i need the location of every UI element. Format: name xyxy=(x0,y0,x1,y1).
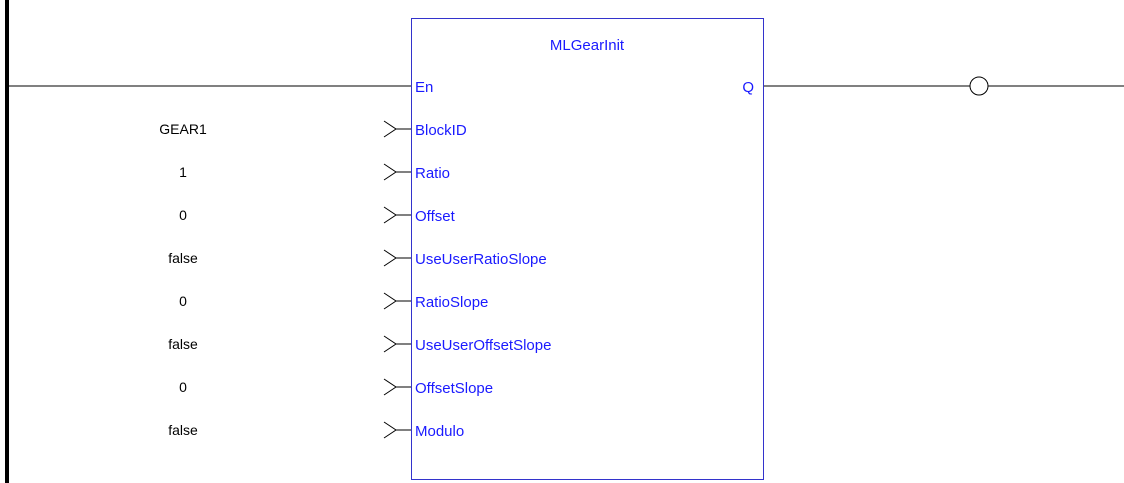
pin-label-q: Q xyxy=(742,79,754,96)
input-value[interactable]: false xyxy=(168,250,198,266)
input-value[interactable]: 0 xyxy=(179,379,187,395)
pin-label: BlockID xyxy=(415,122,467,139)
connector-chevron-icon[interactable] xyxy=(383,421,397,439)
input-row: 0 OffsetSlope xyxy=(179,378,493,397)
coil-icon[interactable] xyxy=(969,76,989,96)
connector-chevron-icon[interactable] xyxy=(383,378,397,396)
input-value[interactable]: 0 xyxy=(179,207,187,223)
pin-label: RatioSlope xyxy=(415,294,488,311)
input-value[interactable]: GEAR1 xyxy=(159,121,207,137)
function-block[interactable] xyxy=(411,18,764,480)
connector-chevron-icon[interactable] xyxy=(383,292,397,310)
input-value[interactable]: false xyxy=(168,336,198,352)
input-rows: GEAR1 BlockID 1 Ratio 0 Offset false UseUserRat… xyxy=(159,120,551,440)
pin-label: Ratio xyxy=(415,165,450,182)
pin-label: OffsetSlope xyxy=(415,380,493,397)
connector-chevron-icon[interactable] xyxy=(383,163,397,181)
connector-chevron-icon[interactable] xyxy=(383,335,397,353)
input-row: 0 RatioSlope xyxy=(179,292,488,311)
pin-label: Modulo xyxy=(415,423,464,440)
input-row: 0 Offset xyxy=(179,206,456,225)
input-row: GEAR1 BlockID xyxy=(159,120,467,139)
input-value[interactable]: 0 xyxy=(179,293,187,309)
input-value[interactable]: 1 xyxy=(179,164,187,180)
connector-chevron-icon[interactable] xyxy=(383,120,397,138)
pin-label-en: En xyxy=(415,79,433,96)
pin-label: UseUserRatioSlope xyxy=(415,251,547,268)
input-row: false Modulo xyxy=(168,421,464,440)
pin-label: Offset xyxy=(415,208,456,225)
pin-label: UseUserOffsetSlope xyxy=(415,337,551,354)
input-value[interactable]: false xyxy=(168,422,198,438)
input-row: 1 Ratio xyxy=(179,163,450,182)
input-row: false UseUserRatioSlope xyxy=(168,249,547,268)
connector-chevron-icon[interactable] xyxy=(383,249,397,267)
input-row: false UseUserOffsetSlope xyxy=(168,335,551,354)
function-block-title: MLGearInit xyxy=(550,37,625,54)
connector-chevron-icon[interactable] xyxy=(383,206,397,224)
left-power-rail xyxy=(5,0,9,483)
